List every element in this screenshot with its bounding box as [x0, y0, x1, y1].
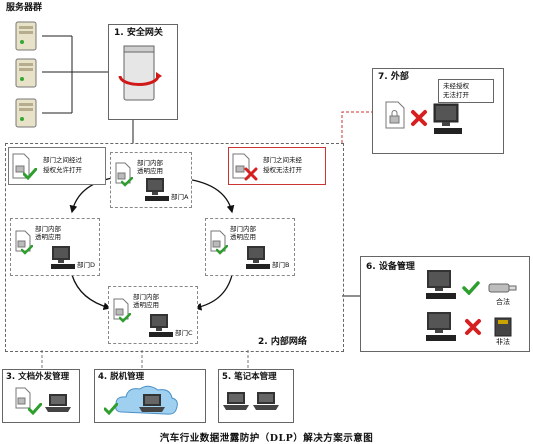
- denied-note-line2: 授权无法打开: [263, 166, 302, 174]
- laptop-mgmt-label: 5. 笔记本管理: [222, 372, 277, 382]
- cross-icon: [410, 109, 428, 131]
- check-icon: [119, 313, 131, 323]
- bottom-drops: [41, 350, 249, 369]
- internal-network-label: 2. 内部网络: [258, 337, 307, 347]
- document-icon: [15, 230, 31, 252]
- offline-label: 4. 脱机管理: [98, 372, 145, 382]
- external-note-line1: 未经授权: [443, 82, 469, 90]
- computer-icon: [51, 246, 75, 269]
- department-a-box: 部门内部 透明应用 部门A: [110, 152, 192, 208]
- department-d-box: 部门内部 透明应用 部门D: [10, 218, 100, 276]
- document-icon: [210, 230, 226, 252]
- storage-device-icon: [492, 314, 516, 342]
- internal-network-box: [5, 143, 344, 352]
- allowed-note: 部门之间经过 授权允许打开: [8, 147, 106, 185]
- doc-out-label: 3. 文档外发管理: [6, 372, 70, 382]
- computer-icon: [149, 314, 173, 337]
- dept-line1: 部门内部: [230, 225, 256, 233]
- dept-name: 部门D: [77, 261, 96, 269]
- department-b-box: 部门内部 透明应用 部门B: [205, 218, 295, 276]
- denied-note: 部门之间未经 授权无法打开: [228, 147, 326, 185]
- check-icon: [21, 245, 33, 255]
- computer-icon: [424, 310, 460, 348]
- laptop-icon: [222, 390, 250, 416]
- dept-line2: 透明应用: [137, 167, 163, 175]
- check-icon: [103, 400, 119, 419]
- document-icon: [113, 298, 129, 320]
- dept-line2: 透明应用: [230, 233, 256, 241]
- allowed-note-line2: 授权允许打开: [43, 166, 82, 174]
- document-icon: [12, 153, 30, 179]
- gateway-firewall-icon: [118, 42, 164, 108]
- computer-icon: [424, 268, 460, 306]
- document-icon: [232, 153, 250, 179]
- external-label: 7. 外部: [378, 72, 409, 82]
- dept-line1: 部门内部: [133, 293, 159, 301]
- illegal-label: 非法: [496, 338, 510, 346]
- allowed-note-line1: 部门之间经过: [43, 156, 82, 164]
- dept-line2: 透明应用: [35, 233, 61, 241]
- dept-name: 部门C: [175, 329, 193, 337]
- figure-caption: 汽车行业数据泄露防护（DLP）解决方案示意图: [159, 433, 374, 444]
- computer-icon: [430, 102, 466, 142]
- dept-name: 部门A: [171, 193, 189, 201]
- check-icon: [216, 245, 228, 255]
- department-c-box: 部门内部 透明应用 部门C: [108, 286, 198, 344]
- laptop-icon: [138, 392, 166, 418]
- computer-icon: [145, 178, 169, 201]
- dept-name: 部门B: [272, 261, 290, 269]
- laptop-icon: [252, 390, 280, 416]
- legal-label: 合法: [496, 298, 510, 306]
- dept-line1: 部门内部: [137, 159, 163, 167]
- server-group-label: 服务器群: [6, 3, 43, 13]
- check-icon: [23, 168, 37, 180]
- check-icon: [27, 400, 43, 419]
- dept-line2: 透明应用: [133, 301, 159, 309]
- locked-document-icon: [384, 100, 406, 134]
- document-icon: [115, 162, 131, 184]
- denied-note-line1: 部门之间未经: [263, 156, 302, 164]
- external-note: 未经授权 无法打开: [438, 79, 494, 103]
- dept-line1: 部门内部: [35, 225, 61, 233]
- computer-icon: [246, 246, 270, 269]
- check-icon: [462, 280, 480, 299]
- check-icon: [121, 177, 133, 187]
- laptop-icon: [44, 392, 72, 418]
- usb-drive-icon: [488, 280, 518, 299]
- gateway-label: 1. 安全网关: [114, 28, 163, 38]
- external-note-line2: 无法打开: [443, 91, 469, 99]
- cross-icon: [464, 318, 482, 340]
- external-link: [341, 111, 372, 143]
- device-mgmt-label: 6. 设备管理: [366, 262, 415, 272]
- server-icon: [10, 20, 42, 56]
- dept-ring-arrows: [69, 177, 235, 311]
- server-bus-lines: [42, 35, 115, 114]
- server-icon: [10, 97, 42, 133]
- document-icon: [14, 386, 32, 414]
- cross-icon: [244, 167, 258, 181]
- server-icon: [10, 57, 42, 93]
